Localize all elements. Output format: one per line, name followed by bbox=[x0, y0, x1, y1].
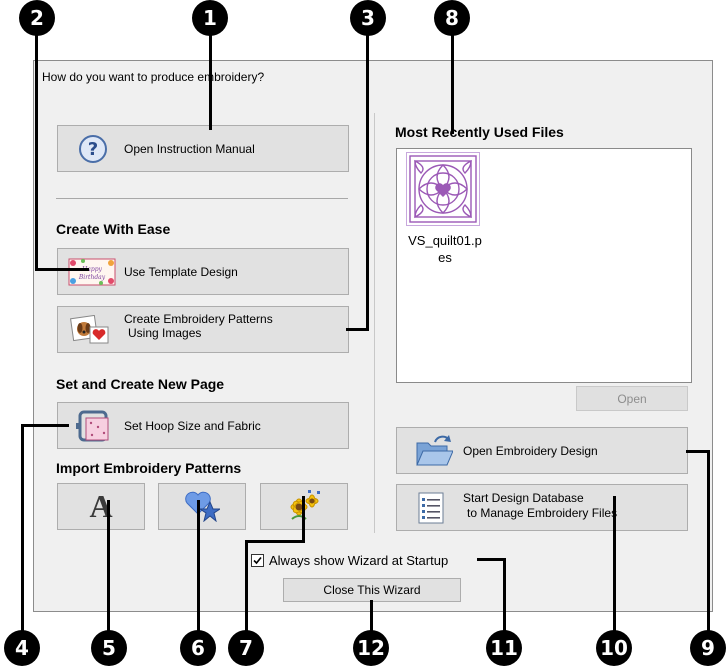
import-shapes-button[interactable] bbox=[158, 483, 246, 530]
set-new-page-title: Set and Create New Page bbox=[56, 376, 225, 392]
callout-2: 2 bbox=[19, 0, 55, 36]
open-file-button[interactable]: Open bbox=[576, 386, 688, 411]
import-text-button[interactable]: A bbox=[57, 483, 145, 530]
callout-leader-8 bbox=[451, 34, 454, 134]
import-patterns-title: Import Embroidery Patterns bbox=[56, 460, 242, 476]
callout-10: 10 bbox=[596, 630, 632, 666]
use-template-design-button[interactable]: Happy Birthday Use Template Design bbox=[57, 248, 349, 295]
callout-leader-12 bbox=[370, 600, 373, 632]
callout-leader-7v bbox=[302, 496, 305, 543]
letter-a-icon: A bbox=[89, 488, 113, 524]
callout-leader-10 bbox=[613, 496, 616, 632]
callout-leader-7h bbox=[245, 540, 305, 543]
callout-leader-5 bbox=[107, 500, 110, 632]
callout-7: 7 bbox=[228, 630, 264, 666]
always-show-checkbox-row[interactable]: Always show Wizard at Startup bbox=[251, 553, 448, 568]
close-wizard-label: Close This Wizard bbox=[323, 583, 421, 597]
hoop-fabric-icon bbox=[76, 409, 112, 446]
mru-file-name-line1: VS_quilt01.p bbox=[408, 233, 482, 248]
callout-leader-11 bbox=[503, 558, 506, 632]
mru-file-name-line2: es bbox=[438, 250, 452, 265]
callout-5: 5 bbox=[91, 630, 127, 666]
quilt-pattern-icon bbox=[407, 153, 479, 225]
callout-leader-4h bbox=[21, 424, 69, 427]
create-from-images-label-line1: Create Embroidery Patterns bbox=[124, 312, 273, 326]
template-design-icon: Happy Birthday bbox=[68, 258, 116, 289]
sunflower-icon bbox=[284, 487, 324, 526]
open-embroidery-design-button[interactable]: Open Embroidery Design bbox=[396, 427, 688, 474]
callout-11: 11 bbox=[486, 630, 522, 666]
callout-leader-1 bbox=[209, 34, 212, 130]
callout-leader-9 bbox=[707, 450, 710, 632]
checkmark-icon bbox=[253, 556, 262, 565]
callout-1: 1 bbox=[192, 0, 228, 36]
callout-leader-9h bbox=[686, 450, 710, 453]
create-with-ease-title: Create With Ease bbox=[56, 221, 171, 237]
callout-12: 12 bbox=[353, 630, 389, 666]
callout-leader-2 bbox=[35, 34, 38, 271]
mru-files-list[interactable]: VS_quilt01.p es bbox=[396, 148, 692, 383]
database-list-icon bbox=[415, 491, 447, 528]
callout-leader-11h bbox=[477, 558, 506, 561]
callout-leader-7 bbox=[245, 540, 248, 632]
wizard-question: How do you want to produce embroidery? bbox=[42, 70, 265, 84]
set-hoop-size-label: Set Hoop Size and Fabric bbox=[124, 418, 261, 433]
open-embroidery-design-label: Open Embroidery Design bbox=[463, 443, 598, 458]
close-wizard-button[interactable]: Close This Wizard bbox=[283, 578, 461, 602]
open-file-label: Open bbox=[617, 391, 647, 406]
open-instruction-manual-label: Open Instruction Manual bbox=[124, 141, 255, 156]
create-from-images-label-line2: Using Images bbox=[128, 326, 202, 340]
always-show-label: Always show Wizard at Startup bbox=[269, 553, 449, 568]
callout-leader-2h bbox=[35, 268, 89, 271]
callout-leader-6 bbox=[197, 500, 200, 632]
photo-dog-icon bbox=[70, 314, 112, 350]
callout-4: 4 bbox=[4, 630, 40, 666]
use-template-design-label: Use Template Design bbox=[124, 264, 238, 279]
callout-9: 9 bbox=[690, 630, 726, 666]
database-label-line1: Start Design Database bbox=[463, 491, 584, 505]
start-design-database-button[interactable]: Start Design Database to Manage Embroide… bbox=[396, 484, 688, 531]
callout-leader-4 bbox=[21, 424, 24, 632]
open-instruction-manual-button[interactable]: ? Open Instruction Manual bbox=[57, 125, 349, 172]
open-folder-icon bbox=[415, 434, 454, 471]
callout-3: 3 bbox=[350, 0, 386, 36]
callout-leader-3h bbox=[346, 328, 369, 331]
callout-6: 6 bbox=[180, 630, 216, 666]
quilt-thumbnail bbox=[406, 152, 480, 226]
mru-files-title: Most Recently Used Files bbox=[395, 124, 564, 140]
create-from-images-button[interactable]: Create Embroidery Patterns Using Images bbox=[57, 306, 349, 353]
wizard-dialog: How do you want to produce embroidery? ?… bbox=[33, 60, 713, 612]
separator bbox=[56, 198, 348, 199]
always-show-checkbox[interactable] bbox=[251, 554, 264, 567]
database-label-line2: to Manage Embroidery Files bbox=[467, 506, 618, 520]
panel-divider bbox=[374, 113, 375, 533]
svg-text:Happy: Happy bbox=[81, 266, 102, 273]
callout-leader-3 bbox=[366, 34, 369, 331]
svg-text:Birthday: Birthday bbox=[78, 274, 106, 281]
set-hoop-size-button[interactable]: Set Hoop Size and Fabric bbox=[57, 402, 349, 449]
heart-star-icon bbox=[184, 488, 222, 525]
svg-text:?: ? bbox=[88, 139, 98, 160]
help-icon: ? bbox=[78, 134, 108, 167]
callout-8: 8 bbox=[434, 0, 470, 36]
